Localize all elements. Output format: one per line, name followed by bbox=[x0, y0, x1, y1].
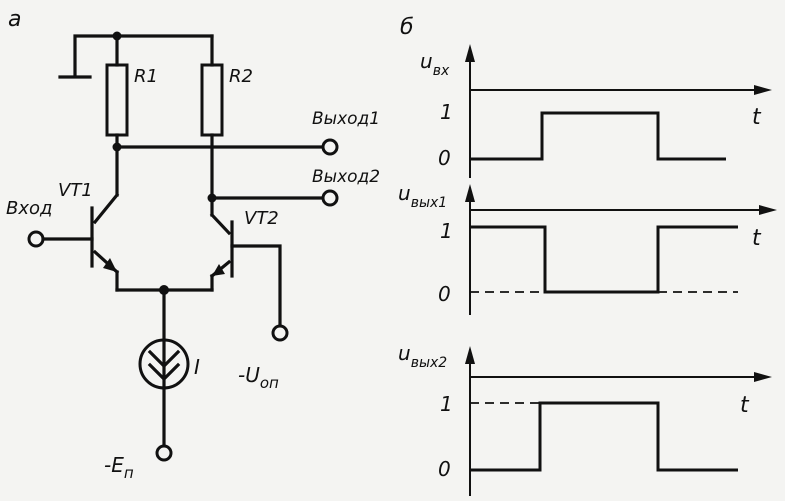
ground-connection bbox=[58, 34, 119, 79]
level-1-label: 1 bbox=[440, 219, 453, 243]
r1-label: R1 bbox=[134, 66, 158, 87]
r2-label: R2 bbox=[229, 66, 253, 87]
output2-label: Выход2 bbox=[312, 167, 380, 187]
level-0-label: 0 bbox=[438, 457, 451, 481]
current-label: I bbox=[194, 355, 200, 379]
reference-terminal bbox=[271, 324, 289, 342]
output2-terminal bbox=[321, 189, 339, 207]
graph-output2-voltage: t uвых2 1 0 bbox=[398, 341, 772, 496]
resistor-r1 bbox=[105, 34, 129, 149]
transistor-vt2 bbox=[209, 196, 234, 292]
supply-voltage-label: -Eп bbox=[104, 453, 134, 482]
panel-a-letter: a bbox=[8, 7, 21, 32]
graph3-title: uвых2 bbox=[398, 341, 447, 371]
level-0-label: 0 bbox=[438, 146, 451, 170]
graph2-title: uвых1 bbox=[398, 181, 447, 211]
output1-terminal bbox=[321, 138, 339, 156]
input-label: Вход bbox=[6, 198, 52, 219]
t-label: t bbox=[752, 105, 762, 130]
level-1-label: 1 bbox=[440, 392, 453, 416]
resistor-r2 bbox=[200, 34, 224, 200]
vt2-emitter-arrow bbox=[212, 264, 225, 276]
t-label: t bbox=[752, 226, 762, 251]
current-source bbox=[138, 338, 190, 390]
timing-diagrams: б t uвх 1 0 t uвых1 1 0 bbox=[398, 15, 777, 496]
output1-waveform bbox=[470, 225, 738, 294]
vt2-label: VT2 bbox=[244, 208, 279, 229]
transistor-vt1 bbox=[90, 145, 120, 292]
input-terminal bbox=[27, 230, 45, 248]
vt1-label: VT1 bbox=[58, 180, 93, 201]
differential-amplifier-circuit: a R1 R2 Выход1 Выход2 bbox=[6, 7, 380, 482]
output1-label: Выход1 bbox=[312, 109, 380, 129]
reference-wire bbox=[230, 244, 282, 328]
input-waveform bbox=[470, 111, 726, 161]
vt1-emitter-arrow bbox=[103, 258, 117, 272]
graph-output1-voltage: t uвых1 1 0 bbox=[398, 181, 777, 315]
t-label: t bbox=[740, 393, 750, 418]
reference-voltage-label: -Uоп bbox=[238, 363, 279, 392]
output2-waveform bbox=[470, 401, 738, 472]
graph1-title: uвх bbox=[420, 49, 450, 79]
supply-terminal bbox=[155, 444, 173, 462]
graph-input-voltage: t uвх 1 0 bbox=[420, 44, 772, 178]
level-0-label: 0 bbox=[438, 282, 451, 306]
level-1-label: 1 bbox=[440, 100, 453, 124]
panel-b-letter: б bbox=[400, 15, 414, 40]
